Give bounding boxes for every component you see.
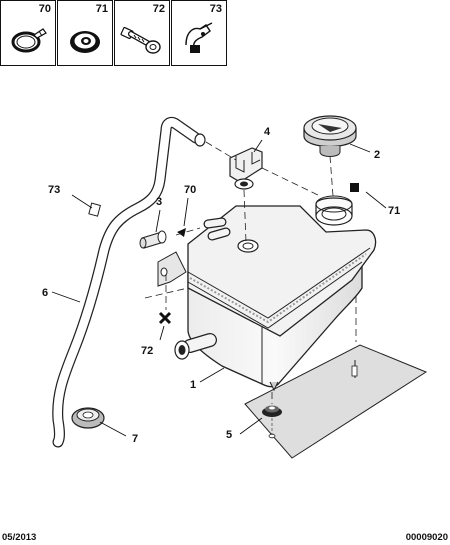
leader-lines bbox=[51, 139, 387, 437]
callout-73: 73 bbox=[48, 184, 60, 196]
callout-70: 70 bbox=[184, 184, 196, 196]
grommet-part-5 bbox=[262, 405, 282, 439]
mounting-plate bbox=[244, 344, 428, 459]
assembly-lines bbox=[144, 141, 357, 404]
callout-71: 71 bbox=[388, 205, 400, 217]
callout-6: 6 bbox=[42, 287, 48, 299]
plug-part-3 bbox=[139, 230, 167, 249]
bolt-washer-icon bbox=[120, 26, 161, 54]
marker-cross bbox=[158, 311, 172, 325]
arrow-marker bbox=[177, 228, 186, 237]
grommet-part-7 bbox=[71, 407, 105, 429]
grommet-icon bbox=[70, 31, 100, 53]
hose-clamp-icon bbox=[11, 28, 47, 53]
legend-item-72: 72 bbox=[114, 0, 170, 66]
callout-1: 1 bbox=[190, 379, 196, 391]
callout-2: 2 bbox=[374, 149, 380, 161]
filler-cap-part-2 bbox=[303, 115, 357, 157]
footer-reference: 00009020 bbox=[405, 532, 448, 543]
legend-number: 71 bbox=[95, 3, 108, 15]
marker-square bbox=[350, 183, 359, 192]
legend-number: 70 bbox=[38, 3, 51, 15]
reservoir-tank-part-1 bbox=[157, 195, 377, 392]
level-sensor-part-4 bbox=[229, 147, 263, 190]
hose-part-6 bbox=[52, 116, 206, 448]
legend-item-71: 71 bbox=[57, 0, 113, 66]
callout-7: 7 bbox=[132, 433, 138, 445]
callout-5: 5 bbox=[226, 429, 232, 441]
legend-number: 73 bbox=[209, 3, 222, 15]
legend-number: 72 bbox=[152, 3, 165, 15]
callout-3: 3 bbox=[156, 196, 162, 208]
footer-date: 05/2013 bbox=[2, 532, 37, 543]
hose-clip-icon bbox=[185, 22, 213, 53]
callout-4: 4 bbox=[264, 126, 271, 138]
legend-item-73: 73 bbox=[171, 0, 227, 66]
legend-item-70: 70 bbox=[0, 0, 56, 66]
callout-72: 72 bbox=[141, 345, 153, 357]
